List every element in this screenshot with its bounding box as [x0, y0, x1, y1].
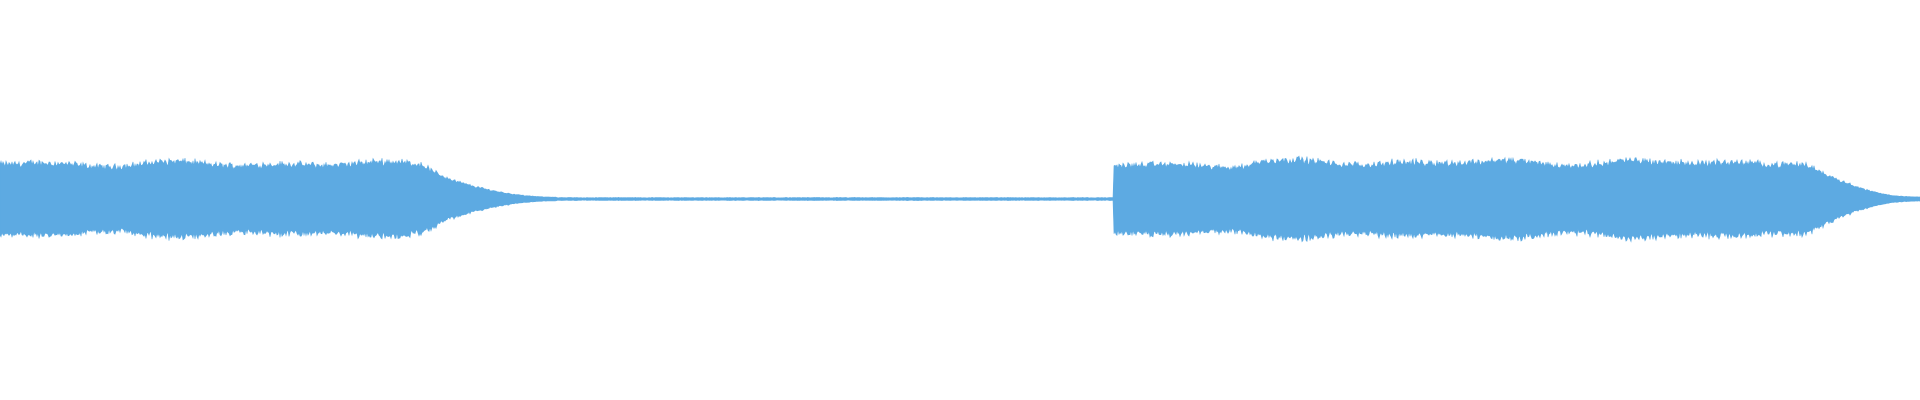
waveform-bars [0, 155, 1920, 243]
